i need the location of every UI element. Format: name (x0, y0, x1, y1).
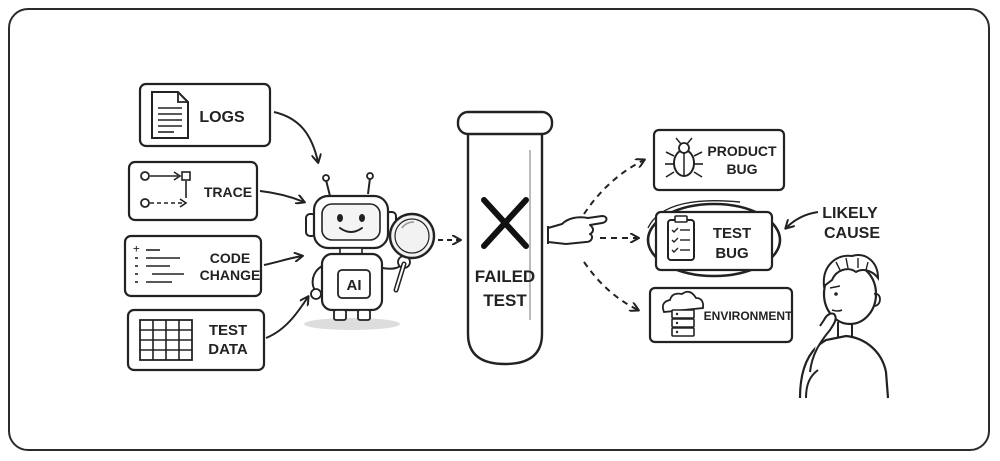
callout-line2: CAUSE (824, 225, 880, 242)
tube-label-line1: FAILED (475, 267, 535, 286)
svg-text:+: + (133, 242, 140, 255)
trace-label: TRACE (204, 184, 252, 200)
test-bug-line2: BUG (715, 245, 748, 262)
arrow-code-to-ai (263, 256, 302, 266)
ai-badge (337, 269, 371, 299)
code-label-line1: CODE (210, 250, 250, 266)
thinking-person (798, 254, 890, 399)
failed-test-tube: FAILED TEST (456, 110, 554, 366)
table-icon (139, 319, 193, 361)
test-bug-line1: TEST (713, 225, 751, 242)
code-diff-icon: + (133, 242, 184, 283)
ai-badge-label: AI (347, 277, 362, 294)
input-trace: TRACE (127, 160, 259, 222)
tube-rim (456, 110, 554, 136)
arrow-data-to-ai (265, 297, 308, 339)
input-arrows (259, 111, 318, 339)
bug-icon (665, 137, 703, 178)
trace-flow-icon (140, 171, 191, 208)
fail-x-icon (481, 197, 529, 249)
test-data-label-line2: DATA (208, 341, 248, 358)
environment-label: ENVIRONMENT (704, 309, 793, 323)
tube-label-line2: TEST (483, 291, 527, 310)
likely-cause-highlight (646, 202, 782, 278)
logs-label: LOGS (199, 109, 245, 126)
output-arrows (583, 160, 644, 310)
input-logs: LOGS (138, 82, 272, 148)
outcome-environment: ENVIRONMENT (648, 286, 794, 344)
callout-arrow (786, 211, 819, 228)
test-data-label-line1: TEST (209, 322, 247, 339)
highlight-scribble (647, 199, 741, 229)
pointing-hand-icon (547, 215, 608, 245)
arrow-logs-to-ai (273, 111, 318, 162)
robot-shadow (304, 318, 400, 330)
product-bug-line1: PRODUCT (707, 143, 777, 159)
callout-line1: LIKELY (822, 205, 878, 222)
cloud-server-icon (661, 290, 705, 337)
product-bug-line2: BUG (726, 161, 757, 177)
magnifying-glass-icon (388, 212, 436, 293)
robot-face (321, 203, 381, 241)
input-test-data: TEST DATA (126, 308, 266, 372)
arrow-to-product-bug (583, 160, 644, 215)
outcome-product-bug: PRODUCT BUG (652, 128, 786, 192)
arrow-to-environment (583, 261, 638, 310)
input-code-change: + CODE CHANGE (123, 234, 263, 298)
arrow-trace-to-ai (259, 190, 304, 202)
document-icon (151, 91, 189, 139)
ai-robot: AI (304, 172, 411, 330)
clipboard-checklist-icon (667, 215, 695, 261)
code-label-line2: CHANGE (200, 267, 261, 283)
outcome-test-bug: TEST BUG (646, 199, 782, 278)
